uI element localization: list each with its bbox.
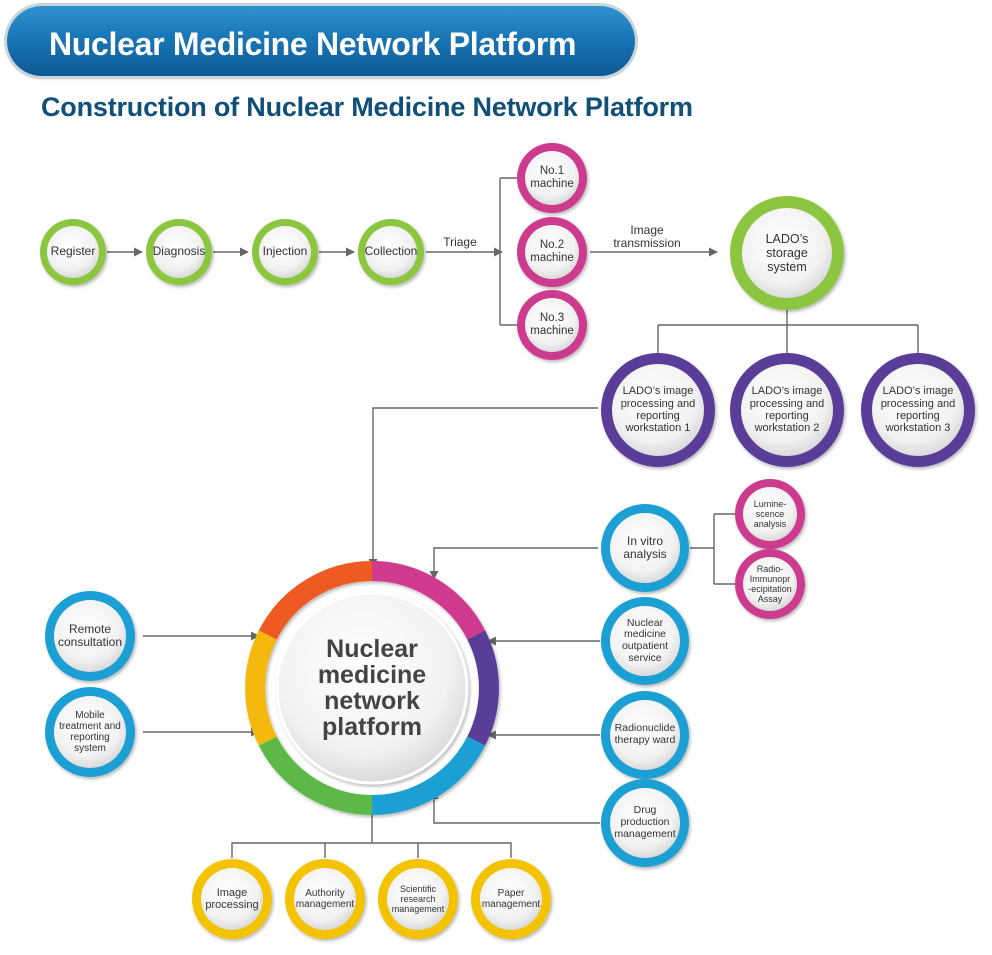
triage-label: Triage: [443, 235, 477, 249]
page-subtitle: Construction of Nuclear Medicine Network…: [41, 92, 693, 122]
tree-bottom-services: [231, 842, 512, 858]
bubble-nodes: [40, 143, 975, 939]
radioimmuno-label: Radio- Immunopr -ecipitation Assay: [748, 563, 792, 605]
outpatient-bubble: [601, 597, 689, 685]
register-label: Register: [50, 244, 96, 259]
bracket-machines: [499, 177, 517, 326]
paper-bubble: [471, 859, 551, 939]
machine2-bubble: [517, 217, 587, 287]
image-processing-bubble: [192, 859, 272, 939]
diagnosis-bubble: [146, 219, 212, 285]
ws1-bubble: [601, 353, 715, 467]
paper-label: Paper management: [481, 887, 541, 910]
platform-ring: [245, 561, 499, 815]
collection-label: Collection: [364, 244, 418, 259]
therapy-ward-label: Radionuclide therapy ward: [614, 722, 676, 746]
ws3-bubble: [861, 353, 975, 467]
banner-title: Nuclear Medicine Network Platform: [49, 26, 577, 62]
arrow-drug-platform: [429, 790, 600, 824]
storage-bubble: [730, 196, 844, 310]
therapy-ward-bubble: [601, 691, 689, 779]
luminescence-bubble: [735, 479, 805, 549]
authority-label: Authority management: [295, 887, 355, 910]
machine3-label: No.3 machine: [530, 312, 574, 337]
collection-bubble: [358, 219, 424, 285]
injection-label: Injection: [262, 244, 308, 259]
scientific-label: Scientific research management: [391, 883, 445, 915]
in-vitro-label: In vitro analysis: [623, 533, 667, 561]
ws2-bubble: [730, 353, 844, 467]
machine1-label: No.1 machine: [530, 165, 574, 190]
ws1-label: LADO’s image processing and reporting wo…: [620, 385, 696, 435]
arrow-invitro-platform: [429, 547, 598, 580]
image-transmission-label: Image transmission: [613, 223, 681, 251]
storage-label: LADO’s storage system: [765, 232, 809, 274]
register-bubble: [40, 219, 106, 285]
drug-production-label: Drug production management: [614, 804, 676, 840]
ws3-label: LADO’s image processing and reporting wo…: [880, 385, 956, 435]
outpatient-label: Nuclear medicine outpatient service: [621, 616, 669, 664]
remote-label: Remote consultation: [57, 621, 123, 649]
in-vitro-bubble: [601, 504, 689, 592]
image-processing-label: Image processing: [205, 886, 259, 911]
mobile-bubble: [45, 687, 135, 777]
arrow-ws1-platform: [368, 407, 598, 568]
bracket-invitro-subs: [690, 513, 735, 585]
machine1-bubble: [517, 143, 587, 213]
diagnosis-label: Diagnosis: [152, 244, 206, 259]
authority-bubble: [285, 859, 365, 939]
tree-workstations: [657, 306, 919, 353]
scientific-bubble: [378, 859, 458, 939]
mobile-label: Mobile treatment and reporting system: [59, 709, 121, 755]
drug-production-bubble: [601, 779, 689, 867]
title-banner: Nuclear Medicine Network Platform: [7, 6, 635, 76]
connectors: [107, 177, 919, 858]
radioimmuno-bubble: [735, 549, 805, 619]
platform-label: Nuclear medicine network platform: [317, 634, 427, 742]
remote-bubble: [45, 591, 135, 681]
luminescence-label: Lumine- scence analysis: [753, 498, 787, 530]
machine2-label: No.2 machine: [530, 239, 574, 264]
ws2-label: LADO’s image processing and reporting wo…: [749, 385, 825, 435]
injection-bubble: [252, 219, 318, 285]
machine3-bubble: [517, 290, 587, 360]
